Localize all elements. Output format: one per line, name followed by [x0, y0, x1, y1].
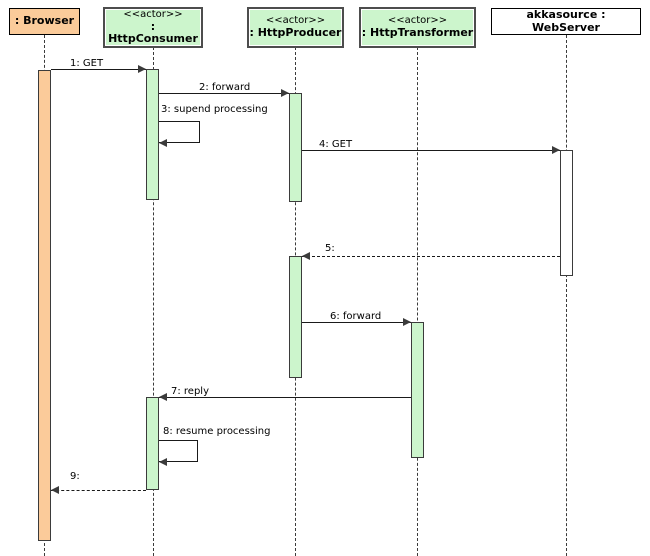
- message-8-label: 8: resume processing: [163, 426, 271, 437]
- message-5-arrowhead-icon: [302, 252, 310, 260]
- message-2-arrowhead-icon: [281, 89, 289, 97]
- activation-bar-httptransformer[interactable]: [411, 322, 424, 458]
- message-6-line[interactable]: [302, 322, 411, 323]
- activation-bar-webserver[interactable]: [560, 150, 573, 276]
- message-2-label: 2: forward: [199, 82, 251, 93]
- message-6-label: 6: forward: [330, 311, 382, 322]
- message-3-selfcall-loop[interactable]: [159, 121, 200, 143]
- message-6-arrowhead-icon: [403, 318, 411, 326]
- message-7-line[interactable]: [159, 397, 411, 398]
- lifeline-head-webserver[interactable]: akkasource : WebServer: [491, 8, 641, 35]
- lifeline-webserver: [566, 35, 567, 556]
- message-4-label: 4: GET: [319, 139, 353, 150]
- lifeline-stereotype-httpconsumer: <<actor>>: [123, 9, 183, 21]
- activation-bar-httpproducer[interactable]: [289, 93, 302, 202]
- lifeline-stereotype-httpproducer: <<actor>>: [265, 15, 326, 27]
- message-2-line[interactable]: [159, 93, 289, 94]
- lifeline-name-httptransformer: : HttpTransformer: [361, 25, 474, 39]
- message-3-arrowhead-icon: [159, 139, 167, 147]
- lifeline-name-webserver: akkasource : WebServer: [526, 7, 606, 34]
- lifeline-head-httptransformer[interactable]: <<actor>>: HttpTransformer: [360, 8, 475, 47]
- message-1-arrowhead-icon: [138, 65, 146, 73]
- message-9-line[interactable]: [51, 490, 146, 491]
- lifeline-stereotype-httptransformer: <<actor>>: [387, 15, 448, 27]
- message-8-selfcall-loop[interactable]: [159, 440, 198, 462]
- lifeline-httptransformer: [417, 47, 418, 556]
- lifeline-name-browser: : Browser: [14, 14, 75, 28]
- message-8-arrowhead-icon: [159, 458, 167, 466]
- lifeline-head-httpconsumer[interactable]: <<actor>>: HttpConsumer: [104, 8, 202, 47]
- activation-bar-httpproducer[interactable]: [289, 256, 302, 378]
- message-4-line[interactable]: [302, 150, 560, 151]
- lifeline-head-httpproducer[interactable]: <<actor>>: HttpProducer: [248, 8, 343, 47]
- message-7-arrowhead-icon: [159, 393, 167, 401]
- activation-bar-httpconsumer[interactable]: [146, 69, 159, 200]
- lifeline-httpconsumer: [153, 47, 154, 556]
- message-3-label: 3: supend processing: [161, 104, 268, 115]
- message-1-line[interactable]: [51, 69, 146, 70]
- lifeline-name-httpconsumer: : HttpConsumer: [108, 19, 198, 46]
- message-1-label: 1: GET: [70, 58, 104, 69]
- message-5-line[interactable]: [302, 256, 560, 257]
- message-5-label: 5:: [325, 243, 335, 254]
- activation-bar-browser[interactable]: [38, 70, 51, 541]
- message-9-label: 9:: [70, 471, 80, 482]
- lifeline-name-httpproducer: : HttpProducer: [249, 25, 342, 39]
- lifeline-head-browser[interactable]: : Browser: [9, 8, 80, 35]
- activation-bar-httpconsumer[interactable]: [146, 397, 159, 490]
- message-7-label: 7: reply: [171, 386, 209, 397]
- message-9-arrowhead-icon: [51, 486, 59, 494]
- message-4-arrowhead-icon: [552, 146, 560, 154]
